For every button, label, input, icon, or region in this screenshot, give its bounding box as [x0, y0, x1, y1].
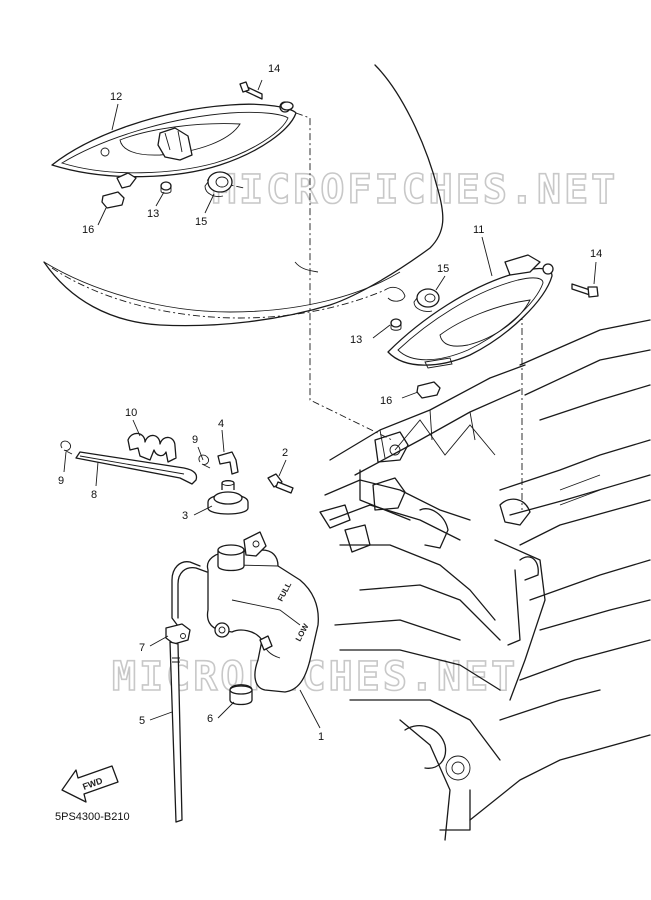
clip-left	[101, 172, 137, 209]
clip-9-right	[198, 454, 211, 469]
fitting-4	[217, 451, 239, 475]
watermark-top: MICROFICHES.NET	[212, 167, 618, 213]
callout-8: 8	[91, 489, 97, 501]
callout-6: 6	[207, 713, 213, 725]
callout-1: 1	[318, 731, 324, 743]
callout-12: 12	[110, 91, 122, 103]
hose-8	[75, 451, 198, 485]
callout-3: 3	[182, 510, 188, 522]
callout-13-left: 13	[147, 208, 159, 220]
clamp-7	[165, 623, 191, 645]
side-cover-left	[51, 101, 297, 178]
side-cover-right	[387, 254, 554, 369]
callout-14-right: 14	[590, 248, 602, 260]
grommet-right	[413, 288, 440, 312]
callout-9-right: 9	[192, 434, 198, 446]
fwd-arrow: FWD	[61, 765, 119, 803]
bolt-left	[239, 81, 294, 111]
clamp-10	[127, 432, 177, 463]
reservoir-tank: FULL LOW	[206, 531, 319, 693]
grommet-left	[204, 171, 233, 197]
clip-9-left	[60, 440, 73, 455]
collar-right	[390, 318, 402, 331]
tank-hose	[171, 561, 208, 627]
callout-16-right: 16	[380, 395, 392, 407]
callout-5: 5	[139, 715, 145, 727]
callout-7: 7	[139, 642, 145, 654]
drain-hose-5	[169, 641, 183, 823]
leader-lines	[63, 79, 597, 729]
diagram-code: 5PS4300-B210	[55, 811, 130, 823]
tank-cap-6	[229, 684, 253, 706]
callout-2: 2	[282, 447, 288, 459]
fuel-tank-outline	[43, 64, 444, 327]
callout-13-right: 13	[350, 334, 362, 346]
callout-9-left: 9	[58, 475, 64, 487]
callout-10: 10	[125, 407, 137, 419]
collar-left	[160, 181, 172, 194]
callout-4: 4	[218, 418, 224, 430]
callout-numbers: 12 14 13 15 16 11 14 15 13 16 10 4 9 2 9…	[58, 63, 602, 743]
callout-15-left: 15	[195, 216, 207, 228]
clip-right	[416, 381, 441, 399]
bolt-right	[571, 283, 599, 298]
frame-structure	[319, 319, 651, 841]
callout-16-left: 16	[82, 224, 94, 236]
reservoir-cap	[207, 480, 249, 515]
bolt-2	[267, 473, 294, 494]
callout-11: 11	[473, 224, 484, 236]
callout-14-left: 14	[268, 63, 280, 75]
callout-15-right: 15	[437, 263, 449, 275]
